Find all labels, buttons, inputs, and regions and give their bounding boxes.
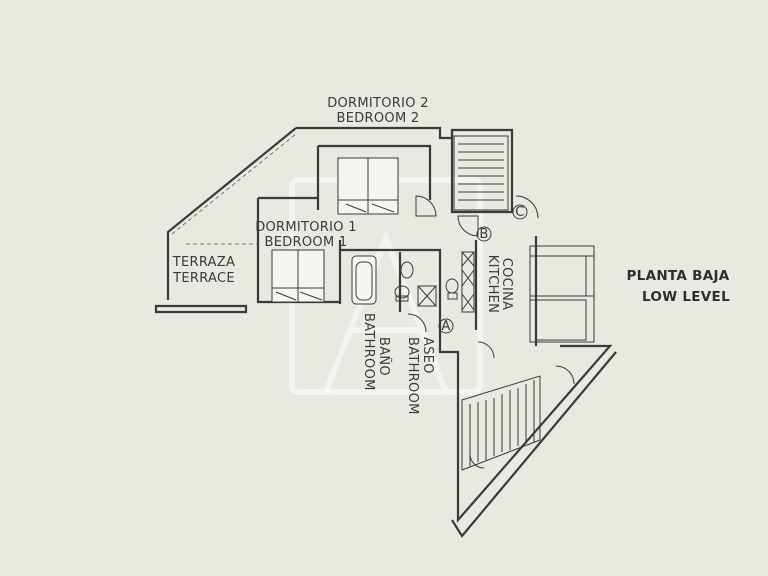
label-kitchen-es: COCINA — [499, 258, 514, 311]
marker-c: C — [512, 204, 528, 220]
bathtub — [351, 255, 377, 305]
label-toilet-es: ASEO — [420, 337, 435, 374]
svg-text:B: B — [479, 227, 488, 242]
toilet-aseo — [445, 278, 459, 300]
label-bedroom-1-en: BEDROOM 1 — [265, 235, 348, 250]
label-terrace-en: TERRACE — [172, 271, 235, 286]
shower-tray — [417, 285, 437, 307]
porch-structure — [529, 245, 595, 343]
label-bathroom-en: BATHROOM — [361, 313, 376, 391]
exterior-walls — [154, 126, 617, 538]
svg-text:C: C — [515, 205, 524, 220]
sink-bathroom — [400, 261, 414, 279]
kitchen-counter — [461, 251, 475, 313]
staircase-upper — [453, 135, 509, 211]
label-toilet-en: BATHROOM — [405, 337, 420, 415]
toilet-bathroom — [394, 285, 410, 302]
level-label-es: PLANTA BAJA — [626, 268, 729, 284]
marker-b: B — [476, 226, 492, 242]
marker-a: A — [438, 318, 454, 334]
staircase-lower — [461, 375, 541, 471]
label-bedroom-1-es: DORMITORIO 1 — [255, 220, 357, 235]
double-bed-bedroom-2 — [337, 157, 399, 215]
label-bedroom-2-en: BEDROOM 2 — [337, 111, 420, 126]
double-bed-bedroom-1 — [271, 249, 325, 303]
label-kitchen-en: KITCHEN — [485, 255, 500, 313]
terrace-edge-guide — [171, 133, 297, 235]
doors — [407, 195, 575, 469]
level-label-en: LOW LEVEL — [642, 289, 730, 305]
label-terrace-es: TERRAZA — [172, 255, 236, 270]
label-bedroom-2-es: DORMITORIO 2 — [327, 96, 429, 111]
svg-text:A: A — [441, 319, 450, 334]
label-bathroom-es: BAÑO — [376, 337, 392, 376]
